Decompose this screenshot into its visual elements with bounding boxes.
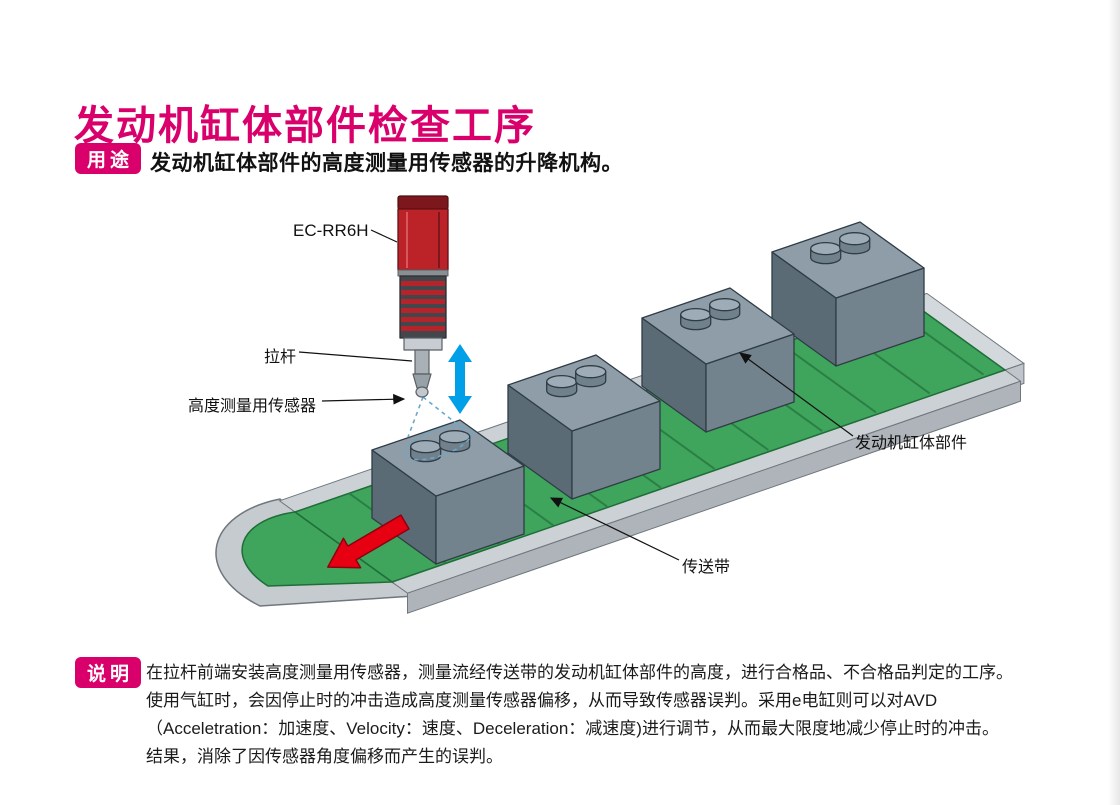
engine-part-box xyxy=(641,287,795,433)
purpose-text: 发动机缸体部件的高度测量用传感器的升降机构。 xyxy=(150,152,623,175)
actuator-stripes xyxy=(401,281,445,331)
actuator xyxy=(397,195,449,398)
sensor-tip xyxy=(412,373,432,389)
callout-lines xyxy=(298,229,854,561)
description-line: （Acceletration：加速度、Velocity：速度、Decelerat… xyxy=(146,719,999,738)
callout-line-engine-part xyxy=(739,352,854,437)
label-height-sensor: 高度测量用传感器 xyxy=(188,398,317,415)
conveyor-side-face xyxy=(407,380,1021,614)
page-title: 发动机缸体部件检查工序 xyxy=(74,103,536,148)
label-conveyor: 传送带 xyxy=(682,559,731,576)
label-engine-part: 发动机缸体部件 xyxy=(855,435,968,452)
description-badge: 说明 xyxy=(75,657,141,688)
callout-line-sensor xyxy=(321,393,406,405)
engine-part-box xyxy=(771,221,925,367)
engine-part-box xyxy=(507,354,661,500)
description-line: 结果，消除了因传感器角度偏移而产生的误判。 xyxy=(146,747,503,766)
description-text: 在拉杆前端安装高度测量用传感器，测量流经传送带的发动机缸体部件的高度，进行合格品… xyxy=(146,659,1096,771)
actuator-rod xyxy=(414,349,430,375)
label-rod: 拉杆 xyxy=(263,349,296,366)
updown-arrow xyxy=(448,344,472,414)
flow-direction-arrow xyxy=(327,514,410,569)
label-actuator-model: EC-RR6H xyxy=(293,221,369,240)
engine-part-boxes xyxy=(371,221,925,565)
description-line: 在拉杆前端安装高度测量用传感器，测量流经传送带的发动机缸体部件的高度，进行合格品… xyxy=(146,663,1013,682)
engine-part-box-measured xyxy=(371,419,525,565)
page-edge-shade xyxy=(1108,0,1120,805)
callout-line-rod xyxy=(298,351,413,362)
actuator-collar xyxy=(403,337,443,351)
callout-line-conveyor xyxy=(549,497,680,561)
callout-line-actuator xyxy=(370,229,398,243)
purpose-badge: 用途 xyxy=(75,143,141,174)
height-sensor-ball xyxy=(415,386,429,398)
description-line: 使用气缸时，会因停止时的冲击造成高度测量传感器偏移，从而导致传感器误判。采用e电… xyxy=(146,691,938,710)
sensor-beam xyxy=(403,396,473,461)
